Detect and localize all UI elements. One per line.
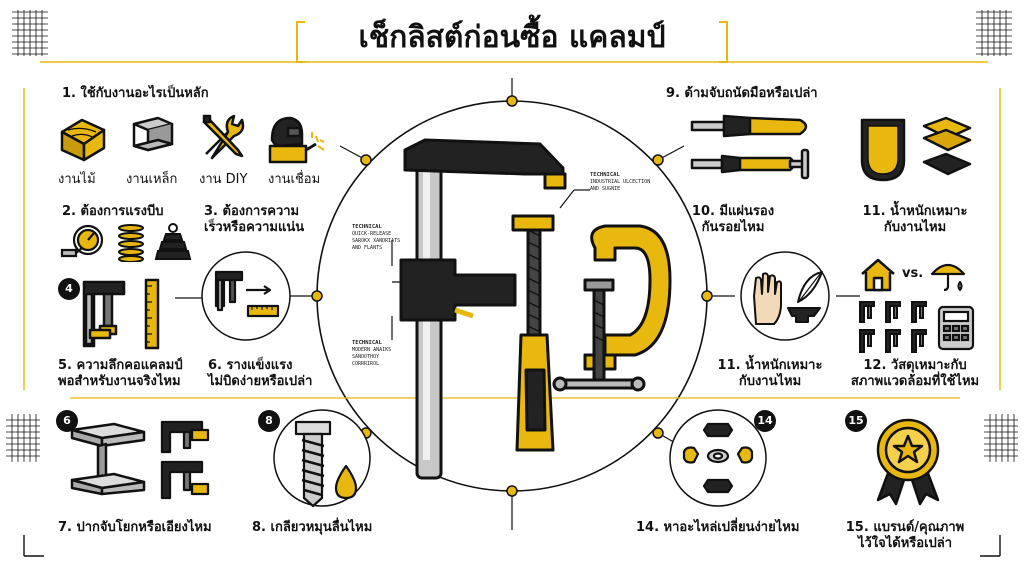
clamp-pair-icon: [160, 420, 210, 500]
spare-parts-icon: [682, 422, 754, 494]
quick-clamp-measure-icon: [214, 270, 280, 318]
steel-beam-icon: [132, 116, 174, 152]
technical-note-line: MODERN ANAIKS: [352, 347, 392, 354]
corner-grid-top-left: [12, 10, 48, 56]
hand-feather-anvil-icon: [753, 271, 823, 325]
item-12-heading-line2: สภาพแวดล้อมที่ใช้ไหม: [850, 374, 980, 389]
house-icon: [861, 258, 895, 292]
technical-note-line: QUICK-RELEASE: [352, 231, 392, 238]
technical-note-industrial: TECHNICAL INDUSTRIAL ULCECTION AND SUGNI…: [590, 172, 650, 193]
page-title: เช็กลิสต์ก่อนซื้อ แคลมป์: [358, 20, 666, 55]
technical-note-line: CORRRIROL: [352, 360, 380, 367]
technical-note-quick-release: TECHNICAL QUICK-RELEASE SAROKX XANDRIATS…: [352, 224, 400, 252]
handles-icon: [690, 114, 810, 180]
item-7-heading: 7. ปากจับโยกหรือเอียงไหม: [58, 520, 212, 535]
item-10-heading-line1: 10. มีแผ่นรอง: [691, 204, 775, 219]
technical-note-line: INDUSTRIAL ULCECTION: [590, 179, 651, 186]
item-5-heading-line2: พอสำหรับงานจริงไหม: [58, 374, 181, 389]
clamp-array-icon: [859, 301, 927, 353]
quality-badge-icon: [876, 418, 940, 506]
welder-icon: [268, 116, 325, 164]
clamp-throat-depth-icon: [82, 278, 160, 350]
spring-icon: [118, 224, 144, 262]
item-5-heading-line1: 5. ความลึกคอแคลมป์: [58, 358, 183, 373]
item-12-heading-line1: 12. วัสดุเหมาะกับ: [863, 358, 967, 373]
umbrella-rain-icon: [930, 263, 966, 292]
item-15-heading-line1: 15. แบรนด์/คุณภาพ: [845, 520, 965, 535]
wood-plank-icon: [60, 118, 106, 162]
item-6-heading-line1: 6. รางแข็งแรง: [208, 358, 293, 373]
item-11-heading-mid-line2: กับงานไหม: [738, 374, 802, 389]
item-3-heading-line1: 3. ต้องการความ: [204, 204, 300, 219]
pressure-gauge-icon: [60, 224, 104, 258]
protective-pads-icon: [860, 116, 972, 182]
item-9-heading: 9. ด้ามจับถนัดมือหรือเปล่า: [666, 86, 818, 101]
item-6-heading-line2: ไม่บิดง่ายหรือเปล่า: [208, 374, 313, 389]
item-1-heading: 1. ใช้กับงานอะไรเป็นหลัก: [62, 86, 209, 101]
caption-welding: งานเชื่อม: [268, 172, 321, 187]
technical-note-heading: TECHNICAL: [352, 224, 382, 230]
item-11-heading-mid-line1: 11. น้ำหนักเหมาะ: [717, 358, 823, 373]
step-badge-14: 14: [754, 410, 776, 432]
step-badge-4: 4: [58, 278, 80, 300]
steel-ibeam-icon: [70, 422, 146, 496]
item-11-heading-top-line1: 11. น้ำหนักเหมาะ: [862, 204, 968, 219]
wrench-screwdriver-icon: [202, 114, 245, 160]
technical-note-heading: TECHNICAL: [590, 172, 620, 178]
technical-note-line: SANOOTHOY: [352, 354, 380, 361]
screw-oil-drop-icon: [294, 420, 358, 508]
caption-woodwork: งานไม้: [58, 172, 96, 187]
caption-diy: งาน DIY: [199, 172, 248, 187]
center-clamps-illustration: [399, 138, 672, 480]
item-2-heading: 2. ต้องการแรงบีบ: [62, 204, 164, 219]
caption-metalwork: งานเหล็ก: [126, 172, 178, 187]
technical-note-line: AND FLANTS: [352, 244, 383, 251]
technical-note-modern: TECHNICAL MODERN ANAIKS SANOOTHOY CORRRI…: [352, 340, 391, 368]
item-14-heading: 14. หาอะไหล่เปลี่ยนง่ายไหม: [636, 520, 800, 535]
step-badge-6: 6: [56, 410, 78, 432]
item-8-heading: 8. เกลียวหมุนลื่นไหม: [252, 520, 373, 535]
calculator-icon: [937, 305, 975, 351]
technical-note-heading: TECHNICAL: [352, 340, 382, 346]
item-10-heading-line2: กันรอยไหม: [701, 220, 765, 235]
technical-note-line: AND SUGNIE: [590, 186, 621, 193]
versus-label: vs.: [902, 266, 924, 281]
step-badge-8: 8: [258, 410, 280, 432]
item-15-heading-line2: ไว้ใจได้หรือเปล่า: [857, 536, 953, 551]
item-11-heading-top-line2: กับงานไหม: [883, 220, 947, 235]
technical-note-line: SAROKX XANDRIATS: [352, 238, 401, 245]
item-3-heading-line2: เร็วหรือความแน่น: [204, 220, 305, 235]
weight-icon: [154, 223, 192, 260]
step-badge-15: 15: [845, 410, 867, 432]
